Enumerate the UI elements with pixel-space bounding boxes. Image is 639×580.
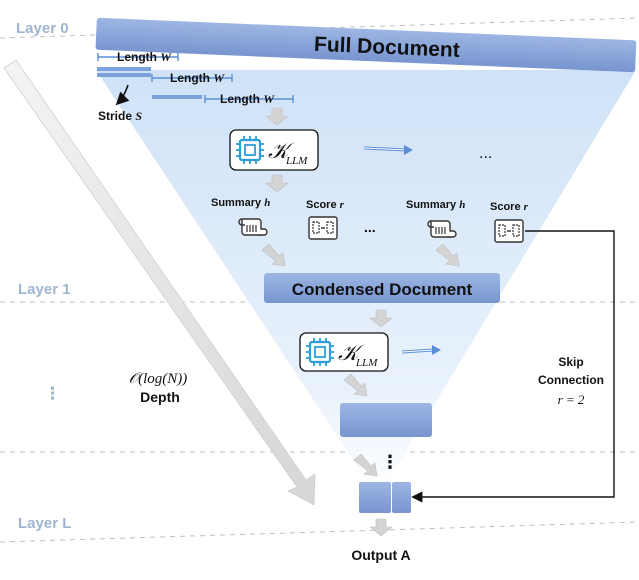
sliding-windows: Length W Length W Length W Stride S [97,50,294,123]
layer-separators [0,17,639,543]
layer-0-label: Layer 0 [16,20,69,37]
llm-next-arrow-layer1 [401,345,441,355]
layer-L-label: Layer L [18,515,71,532]
stride-label: Stride S [98,109,142,123]
summary-label-2: Summary h [406,199,465,211]
intermediate-block [340,403,432,437]
ellipsis-layer0: ... [479,145,492,162]
length-label-3: Length W [220,92,275,106]
layer-dots: ⋮ [44,384,61,403]
condensed-document-block: Condensed Document [264,273,500,303]
length-label-2: Length W [170,71,225,85]
kernel-subscript: LLM [355,357,378,369]
vertical-ellipsis: ⋮ [381,452,399,472]
depth-arrow [3,59,316,506]
score-board-icon [494,219,524,243]
score-label-1: Score r [306,199,345,211]
skip-line2: Connection [538,373,604,387]
skip-line1: Skip [558,355,583,369]
llm-next-arrow-layer0 [363,145,413,155]
score-board-icon [308,216,338,240]
length-label-1: Length W [117,50,172,64]
depth-label: Depth [140,389,180,405]
skip-line3: r = 2 [558,392,585,407]
summary-label-1: Summary h [211,197,270,209]
llm-kernel-layer0: 𝒦 LLM [229,129,319,171]
stride-arrow [115,84,130,106]
score-label-2: Score r [490,201,529,213]
condensed-document-label: Condensed Document [292,280,473,299]
kernel-subscript: LLM [285,155,308,167]
full-document-block: Full Document [95,17,637,73]
layer-1-label: Layer 1 [18,281,71,298]
ellipsis-summaries: ... [364,219,376,235]
output-label: Output A [351,547,410,563]
llm-kernel-layer1: 𝒦 LLM [299,332,389,372]
depth-complexity: 𝒪(log(N)) [129,371,188,387]
flow-arrows [261,107,460,537]
final-blocks [359,482,411,513]
skip-connection-line [411,230,615,503]
